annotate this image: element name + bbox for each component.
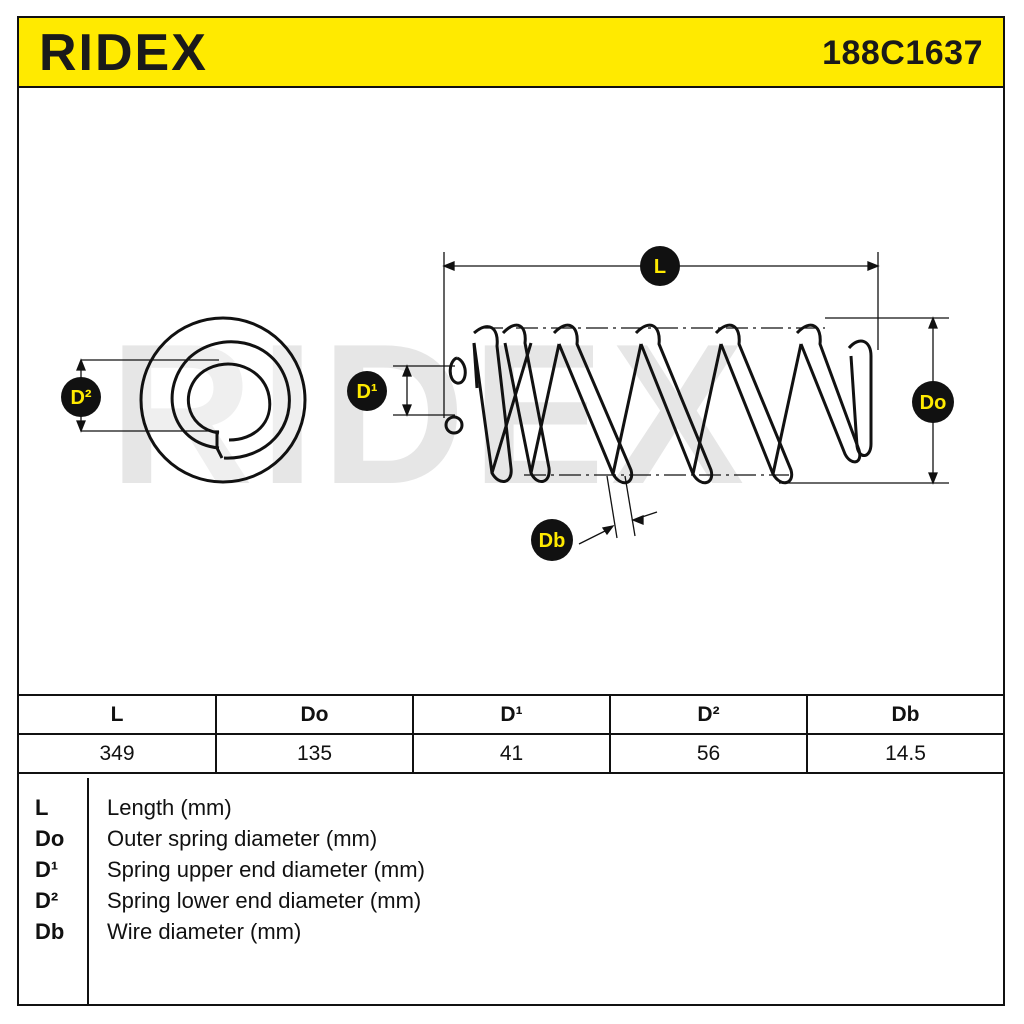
badge-d1-text: D¹ — [356, 381, 377, 403]
spring-drawing: RIDEX — [19, 88, 1003, 694]
dimension-db — [578, 475, 658, 545]
spec-header-cell: L — [19, 694, 217, 735]
spec-value-cell: 135 — [215, 733, 414, 774]
legend-symbol: L — [35, 795, 49, 820]
legend-symbol: Do — [35, 826, 65, 851]
spec-value-cell: 14.5 — [806, 733, 1003, 774]
legend-symbol: Db — [35, 919, 65, 944]
spec-value-cell: 56 — [609, 733, 808, 774]
spec-header-cell: D² — [609, 694, 808, 735]
legend-separator — [87, 778, 89, 1006]
badge-d2: D² — [61, 377, 101, 417]
header-bar: RIDEX 188C1637 — [19, 18, 1003, 88]
centerlines — [481, 327, 825, 476]
spec-value-cell: 349 — [19, 733, 217, 774]
spring-end-view — [139, 316, 307, 484]
spec-header-cell: Db — [806, 694, 1003, 735]
drawing-frame: RIDEX 188C1637 RIDEX — [17, 16, 1005, 1006]
part-number: 188C1637 — [822, 34, 983, 72]
badge-d1: D¹ — [347, 371, 387, 411]
brand-logo: RIDEX — [39, 24, 208, 82]
spec-header-cell: D¹ — [412, 694, 611, 735]
legend-description: Wire diameter (mm) — [107, 919, 302, 944]
spec-header-cell: Do — [215, 694, 414, 735]
legend-item: D¹ Spring upper end diameter (mm) — [19, 854, 1003, 885]
spec-value-cell: 41 — [412, 733, 611, 774]
badge-db: Db — [531, 519, 573, 561]
badge-l-text: L — [654, 256, 666, 278]
legend-symbol: D² — [35, 888, 59, 913]
badge-do: Do — [912, 381, 954, 423]
legend-symbol: D¹ — [35, 857, 59, 882]
dimension-d1 — [393, 364, 455, 417]
legend-description: Spring upper end diameter (mm) — [107, 857, 425, 882]
legend-description: Outer spring diameter (mm) — [107, 826, 378, 851]
legend-item: L Length (mm) — [19, 792, 1003, 823]
legend-item: D² Spring lower end diameter (mm) — [19, 885, 1003, 916]
spring-side-view — [444, 323, 873, 485]
legend-item: Db Wire diameter (mm) — [19, 916, 1003, 947]
legend-description: Spring lower end diameter (mm) — [107, 888, 422, 913]
legend-description: Length (mm) — [107, 795, 232, 820]
badge-do-text: Do — [920, 392, 947, 414]
spec-table: L Do D¹ D² Db 349 135 41 56 14.5 — [19, 694, 1003, 774]
legend-item: Do Outer spring diameter (mm) — [19, 823, 1003, 854]
spec-table-value-row: 349 135 41 56 14.5 — [19, 733, 1003, 774]
legend: L Length (mm) Do Outer spring diameter (… — [19, 778, 1003, 1006]
badge-l: L — [640, 246, 680, 286]
spring-diagram-svg: RIDEX — [61, 246, 954, 561]
badge-db-text: Db — [539, 530, 566, 552]
badge-d2-text: D² — [70, 387, 91, 409]
spec-table-header-row: L Do D¹ D² Db — [19, 694, 1003, 735]
